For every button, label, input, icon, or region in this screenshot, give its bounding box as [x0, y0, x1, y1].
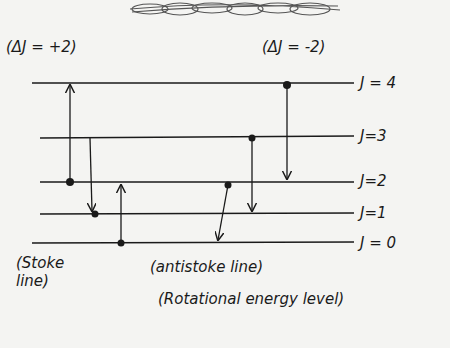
- energy-levels: [32, 83, 354, 243]
- line-type-label: (antistoke line): [150, 258, 263, 276]
- transition-label: (ΔJ = -2): [262, 38, 325, 56]
- crossed-out-scribble: [130, 3, 340, 15]
- level-label: J=1: [360, 204, 387, 222]
- caption-note: (Rotational energy level): [158, 290, 344, 308]
- transition-arrows: [70, 85, 287, 243]
- level-label: J = 4: [360, 74, 396, 92]
- level-label: J=2: [360, 172, 387, 190]
- transition-label: (ΔJ = +2): [6, 38, 77, 56]
- line-type-label: (Stoke line): [16, 254, 88, 290]
- level-dots: [66, 81, 291, 247]
- level-label: J=3: [360, 127, 387, 145]
- level-label: J = 0: [360, 234, 396, 252]
